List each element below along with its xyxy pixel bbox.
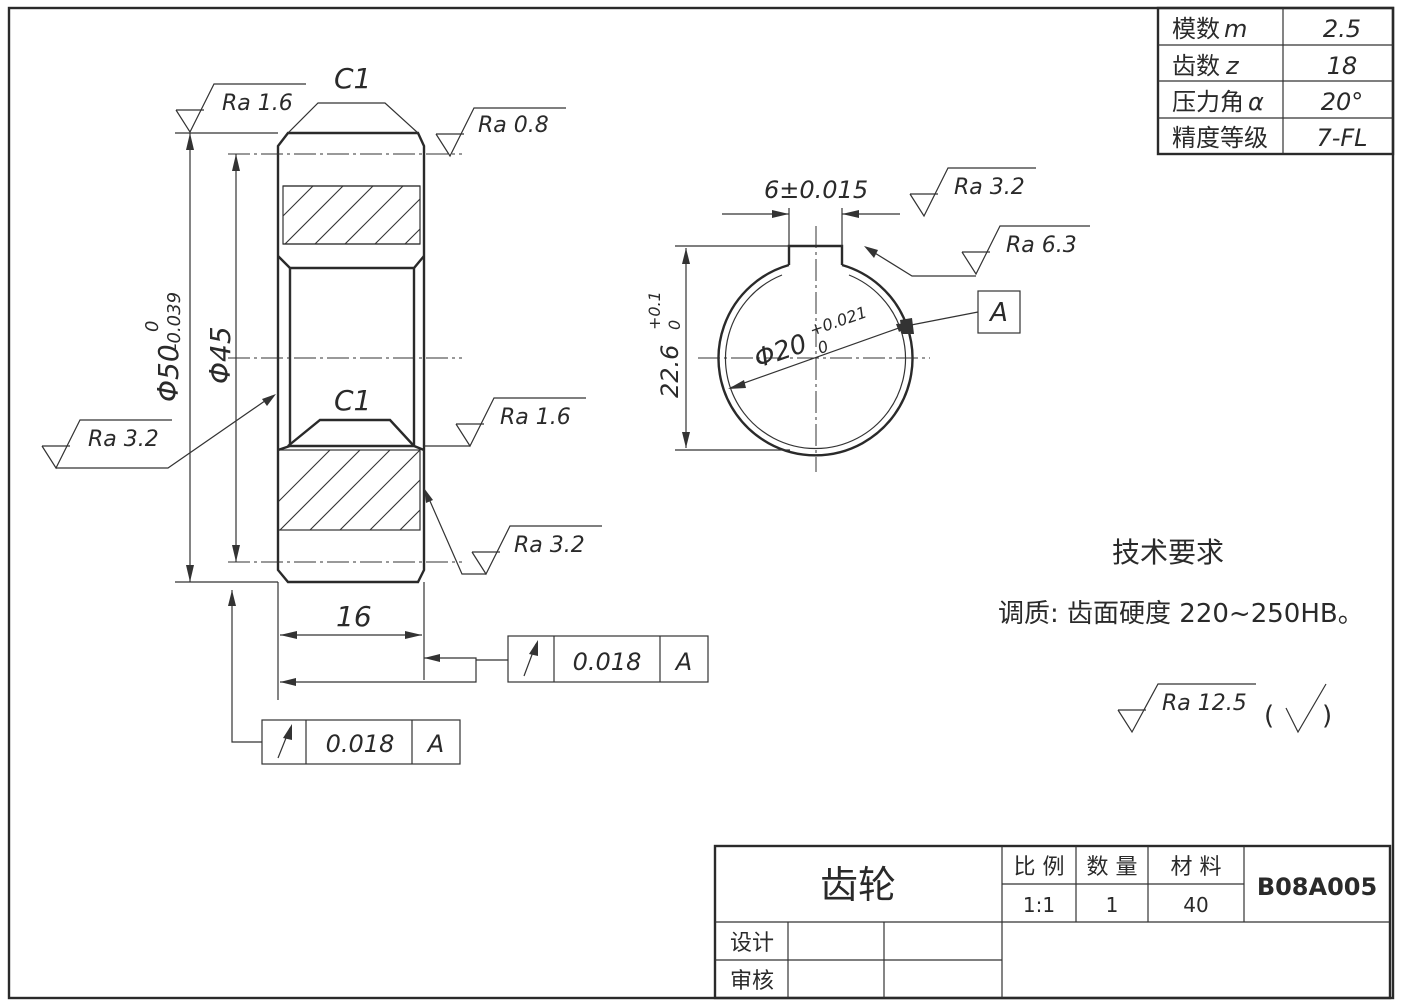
runout-frame-2: 0.018 A [228, 590, 461, 765]
designer-label: 设计 [730, 931, 774, 956]
roughness-key-bottom: Ra 6.3 [864, 225, 1090, 277]
qty-label: 数 量 [1087, 855, 1138, 880]
svg-text:Ra 1.6: Ra 1.6 [500, 405, 571, 430]
part-name: 齿轮 [820, 863, 896, 907]
param-pressure-angle-label: 压力角 [1172, 88, 1244, 116]
runout-arrow-icon [283, 724, 292, 740]
key-width-label: 6±0.015 [764, 176, 868, 204]
param-accuracy-label: 精度等级 [1172, 124, 1268, 152]
checker-label: 审核 [730, 969, 774, 994]
technical-requirements: 技术要求 调质: 齿面硬度 220~250HB。 Ra 12.5 ( ) [998, 536, 1364, 734]
param-teeth-value: 18 [1327, 52, 1358, 80]
title-block: 齿轮 比 例 数 量 材 料 1:1 1 40 B08A005 设计 审核 [713, 844, 1392, 1000]
gear-section-view: Φ50 0 -0.039 Φ45 16 C1 C1 Ra 1.6 Ra 0.8 [41, 62, 709, 765]
param-module-label: 模数 [1172, 15, 1220, 43]
param-module-symbol: m [1224, 15, 1247, 43]
roughness-ra-top: Ra 1.6 [175, 83, 306, 134]
bore-dia-lower-tol: 0 [815, 337, 831, 358]
svg-text:A: A [426, 730, 444, 758]
gear-end-view: 6±0.015 22.6 +0.1 0 Φ20 +0.021 0 A Ra 3.… [645, 167, 1090, 472]
param-pressure-angle-symbol: α [1248, 88, 1264, 116]
scale-label: 比 例 [1014, 855, 1065, 880]
width-dim-label: 16 [336, 600, 372, 633]
svg-text:Ra 3.2: Ra 3.2 [514, 533, 585, 558]
svg-text:): ) [1322, 701, 1332, 731]
svg-text:Ra 3.2: Ra 3.2 [88, 427, 159, 452]
bore-dia-label: Φ20 [751, 329, 811, 375]
roughness-ra-face: Ra 0.8 [435, 107, 566, 158]
key-depth-lower-tol: 0 [665, 320, 684, 330]
lower-hatch [277, 449, 421, 531]
qty-value: 1 [1106, 893, 1119, 917]
outer-dia-label: Φ50 [152, 344, 185, 402]
tech-req-line: 调质: 齿面硬度 220~250HB。 [998, 599, 1364, 629]
material-label: 材 料 [1171, 855, 1222, 880]
svg-text:0.018: 0.018 [326, 730, 395, 758]
key-depth-label: 22.6 [656, 345, 684, 398]
outer-dia-upper-tol: 0 [142, 321, 163, 332]
upper-hatch [282, 185, 421, 245]
chamfer-top-label: C1 [334, 62, 371, 95]
svg-text:A: A [674, 648, 692, 676]
svg-text:Ra 12.5: Ra 12.5 [1162, 691, 1247, 716]
drawing-number: B08A005 [1257, 873, 1377, 901]
check-mark-icon [1285, 683, 1327, 734]
material-value: 40 [1183, 893, 1208, 917]
default-roughness: Ra 12.5 ( ) [1117, 683, 1332, 734]
roughness-key-side: Ra 3.2 [909, 167, 1036, 218]
svg-text:A: A [988, 298, 1008, 328]
roughness-ra-left: Ra 3.2 [41, 394, 276, 470]
roughness-ra-bottom: Ra 3.2 [424, 488, 602, 576]
svg-text:(: ( [1264, 701, 1274, 731]
svg-text:0.018: 0.018 [573, 648, 642, 676]
scale-value: 1:1 [1023, 893, 1055, 917]
roughness-ra-mid: Ra 1.6 [424, 397, 586, 448]
svg-text:Ra 3.2: Ra 3.2 [954, 175, 1025, 200]
datum-a-flag: A [900, 290, 1021, 334]
bore-outline [277, 255, 425, 270]
chamfer-mid-label: C1 [334, 384, 371, 417]
drawing-border [7, 6, 1395, 1000]
param-module-value: 2.5 [1323, 15, 1361, 43]
runout-arrow-icon [529, 640, 538, 656]
svg-text:Ra 0.8: Ra 0.8 [478, 113, 549, 138]
svg-text:Ra 1.6: Ra 1.6 [222, 91, 293, 116]
param-accuracy-value: 7-FL [1316, 124, 1367, 152]
key-depth-upper-tol: +0.1 [645, 291, 664, 330]
param-teeth-label: 齿数 [1172, 52, 1220, 80]
tech-req-title: 技术要求 [1112, 536, 1224, 569]
gear-parameter-table: 模数 m 2.5 齿数 z 18 压力角 α 20° 精度等级 7-FL [1156, 6, 1395, 156]
param-pressure-angle-value: 20° [1321, 88, 1364, 116]
gear-outline [276, 131, 426, 584]
param-teeth-symbol: z [1225, 52, 1240, 80]
outer-dia-lower-tol: -0.039 [164, 292, 185, 350]
inner-dia-label: Φ45 [204, 326, 237, 384]
svg-text:Ra 6.3: Ra 6.3 [1006, 233, 1077, 258]
runout-frame-1: 0.018 A [280, 635, 709, 686]
